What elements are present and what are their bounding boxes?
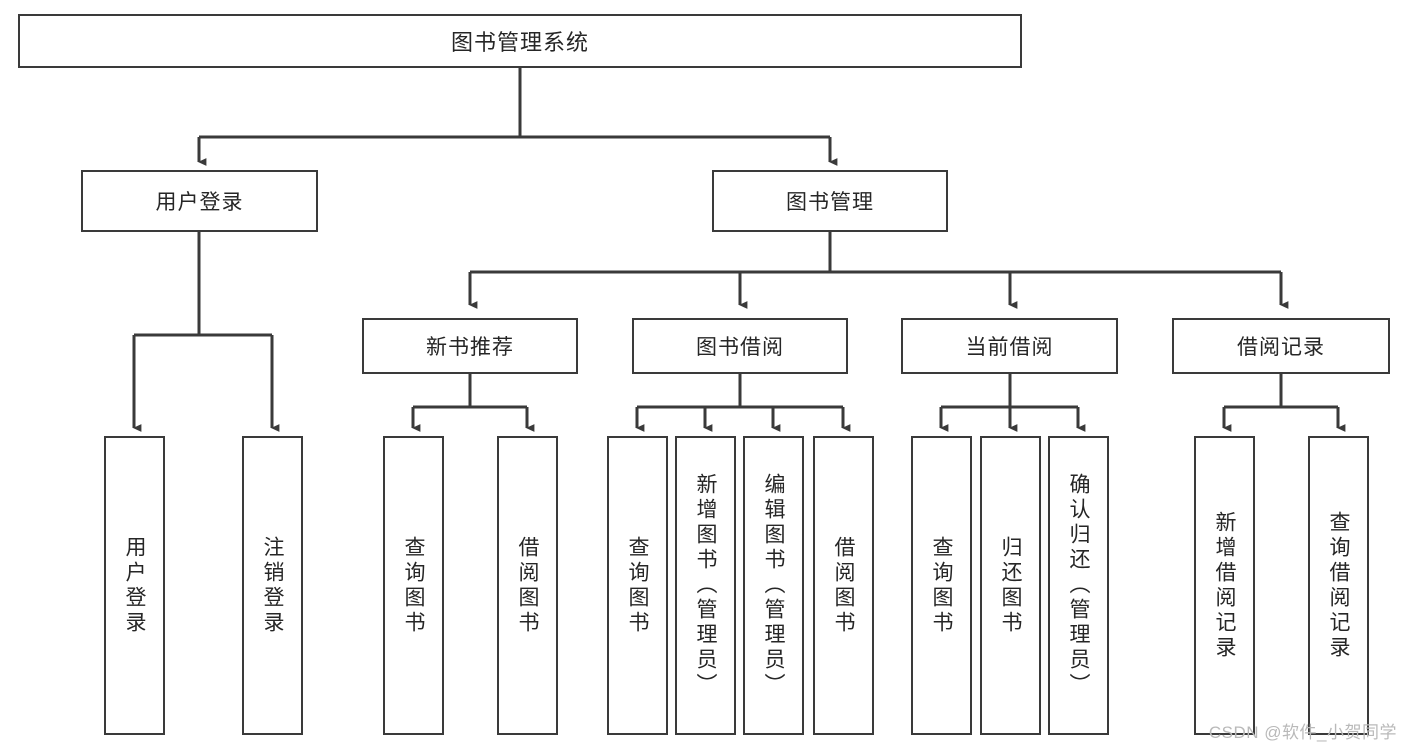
leaf-borrow-book-2[interactable]: 借阅图书 bbox=[813, 436, 874, 735]
leaf-query-book-2-label: 查询图书 bbox=[626, 535, 649, 636]
leaf-confirm-return[interactable]: 确认归还（管理员） bbox=[1048, 436, 1109, 735]
leaf-borrow-book-1[interactable]: 借阅图书 bbox=[497, 436, 558, 735]
leaf-user-login-label: 用户登录 bbox=[123, 535, 146, 636]
node-user-login[interactable]: 用户登录 bbox=[81, 170, 318, 232]
node-book-manage-label: 图书管理 bbox=[786, 191, 874, 214]
node-root[interactable]: 图书管理系统 bbox=[18, 14, 1022, 68]
leaf-query-book-1[interactable]: 查询图书 bbox=[383, 436, 444, 735]
node-new-book-rec-label: 新书推荐 bbox=[426, 336, 514, 359]
leaf-return-book-label: 归还图书 bbox=[999, 535, 1022, 636]
leaf-query-book-1-label: 查询图书 bbox=[402, 535, 425, 636]
leaf-query-book-2[interactable]: 查询图书 bbox=[607, 436, 668, 735]
node-root-label: 图书管理系统 bbox=[450, 30, 589, 55]
leaf-borrow-book-1-label: 借阅图书 bbox=[516, 535, 539, 636]
leaf-add-book[interactable]: 新增图书（管理员） bbox=[675, 436, 736, 735]
leaf-return-book[interactable]: 归还图书 bbox=[980, 436, 1041, 735]
node-new-book-rec[interactable]: 新书推荐 bbox=[362, 318, 578, 374]
leaf-logout-label: 注销登录 bbox=[261, 535, 284, 636]
node-book-borrow-label: 图书借阅 bbox=[696, 336, 784, 359]
leaf-edit-book[interactable]: 编辑图书（管理员） bbox=[743, 436, 804, 735]
leaf-add-record-label: 新增借阅记录 bbox=[1213, 510, 1236, 661]
leaf-add-book-label: 新增图书（管理员） bbox=[694, 473, 717, 698]
node-borrow-record-label: 借阅记录 bbox=[1237, 336, 1325, 359]
leaf-query-book-3-label: 查询图书 bbox=[930, 535, 953, 636]
leaf-borrow-book-2-label: 借阅图书 bbox=[832, 535, 855, 636]
leaf-logout[interactable]: 注销登录 bbox=[242, 436, 303, 735]
leaf-user-login[interactable]: 用户登录 bbox=[104, 436, 165, 735]
node-user-login-label: 用户登录 bbox=[155, 191, 244, 214]
leaf-confirm-return-label: 确认归还（管理员） bbox=[1067, 473, 1090, 698]
node-book-manage[interactable]: 图书管理 bbox=[712, 170, 948, 232]
node-current-borrow-label: 当前借阅 bbox=[965, 336, 1054, 359]
node-borrow-record[interactable]: 借阅记录 bbox=[1172, 318, 1390, 374]
node-current-borrow[interactable]: 当前借阅 bbox=[901, 318, 1118, 374]
leaf-query-book-3[interactable]: 查询图书 bbox=[911, 436, 972, 735]
leaf-query-record-label: 查询借阅记录 bbox=[1327, 510, 1350, 661]
leaf-add-record[interactable]: 新增借阅记录 bbox=[1194, 436, 1255, 735]
leaf-query-record[interactable]: 查询借阅记录 bbox=[1308, 436, 1369, 735]
node-book-borrow[interactable]: 图书借阅 bbox=[632, 318, 848, 374]
leaf-edit-book-label: 编辑图书（管理员） bbox=[762, 473, 785, 698]
